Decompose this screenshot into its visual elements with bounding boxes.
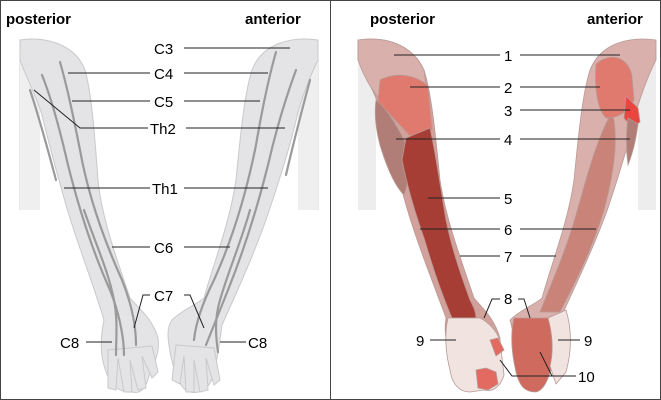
right-posterior-title: posterior: [370, 11, 435, 28]
label-c6: C6: [154, 240, 173, 257]
right-anterior-title: anterior: [587, 11, 643, 28]
label-c7: C7: [154, 288, 173, 305]
label-th2: Th2: [150, 121, 176, 138]
label-8: 8: [504, 291, 512, 308]
label-c3: C3: [154, 41, 173, 58]
label-c5: C5: [154, 94, 173, 111]
left-posterior-arm: [20, 39, 158, 392]
label-3: 3: [504, 103, 512, 120]
left-anterior-title: anterior: [245, 11, 301, 28]
region-8-anterior: [512, 318, 554, 392]
label-9-left: 9: [416, 333, 424, 350]
label-4: 4: [504, 132, 512, 149]
label-6: 6: [504, 222, 512, 239]
label-9-right: 9: [584, 333, 592, 350]
region-4-anterior: [627, 118, 639, 165]
label-c8-right: C8: [248, 335, 267, 352]
left-panel: posterior anterior C3 C4 C5 Th2 Th1 C6 C…: [6, 11, 318, 392]
label-th1: Th1: [152, 181, 178, 198]
left-anterior-arm: [168, 39, 318, 392]
label-2: 2: [504, 80, 512, 97]
label-7: 7: [504, 249, 512, 266]
label-5: 5: [504, 191, 512, 208]
label-10: 10: [578, 369, 595, 386]
label-c4: C4: [154, 66, 173, 83]
right-panel: posterior anterior 1 2 3 4 5 6 7 8 9 9 1…: [358, 11, 656, 392]
label-c8-left: C8: [60, 335, 79, 352]
label-1: 1: [504, 48, 512, 65]
left-posterior-title: posterior: [6, 11, 71, 28]
